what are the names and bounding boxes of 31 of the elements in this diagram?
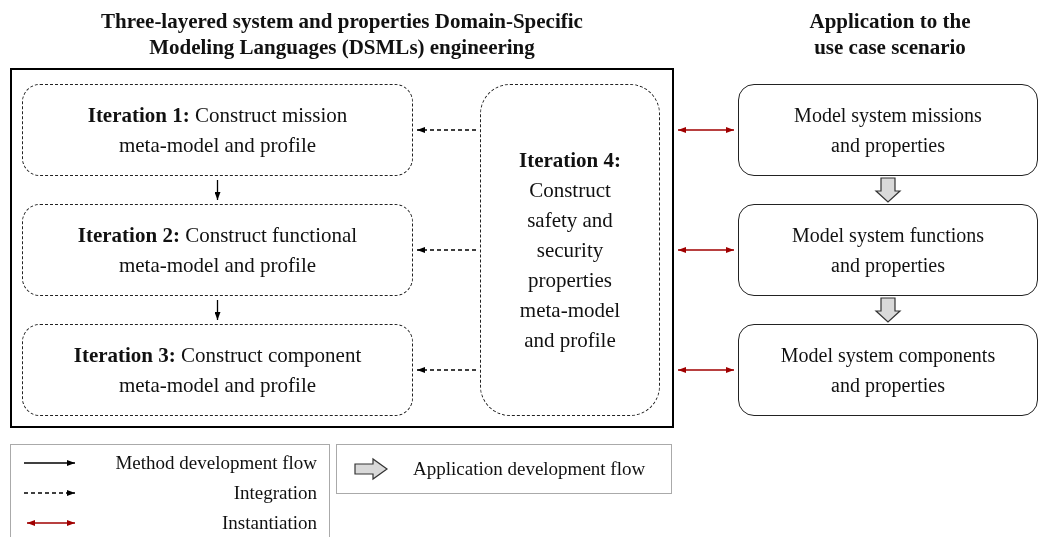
iteration-box [22, 204, 413, 296]
section-heading: Three-layered system and properties Domain-Specific Modeling Languages (DSMLs) engineering [100, 8, 584, 60]
iteration-box [22, 324, 413, 416]
node-text: Model system components and properties [779, 343, 997, 399]
model-box [738, 204, 1038, 296]
legend-text: Instantiation [222, 510, 317, 535]
node-text: Iteration 3: Construct component meta-model and profile [72, 342, 363, 399]
node-text: Iteration 1: Construct mission meta-model and profile [86, 102, 349, 159]
node-text: Iteration 2: Construct functional meta-model and profile [76, 222, 359, 279]
legend-text: Integration [233, 480, 317, 505]
arrow [416, 367, 477, 373]
arrow [677, 367, 735, 373]
arrow [677, 247, 735, 253]
block-arrow [874, 177, 902, 203]
arrow [214, 179, 221, 201]
iteration-heading: Iteration 4: [518, 147, 622, 174]
legend-text: Application development flow [413, 456, 646, 481]
arrow [214, 299, 221, 321]
node-text: Model system missions and properties [793, 103, 983, 159]
arrow [416, 247, 477, 253]
iteration-box [480, 84, 660, 416]
arrow [416, 127, 477, 133]
column-heading: Application to the use case scenario [808, 8, 972, 60]
model-box [738, 84, 1038, 176]
block-arrow [874, 297, 902, 323]
node-text: Construct safety and security properties meta-model and profile [518, 177, 622, 354]
legend-text: Method development flow [115, 450, 317, 475]
iteration-box [22, 84, 413, 176]
arrow [677, 127, 735, 133]
model-box [738, 324, 1038, 416]
node-text: Model system functions and properties [790, 223, 986, 279]
